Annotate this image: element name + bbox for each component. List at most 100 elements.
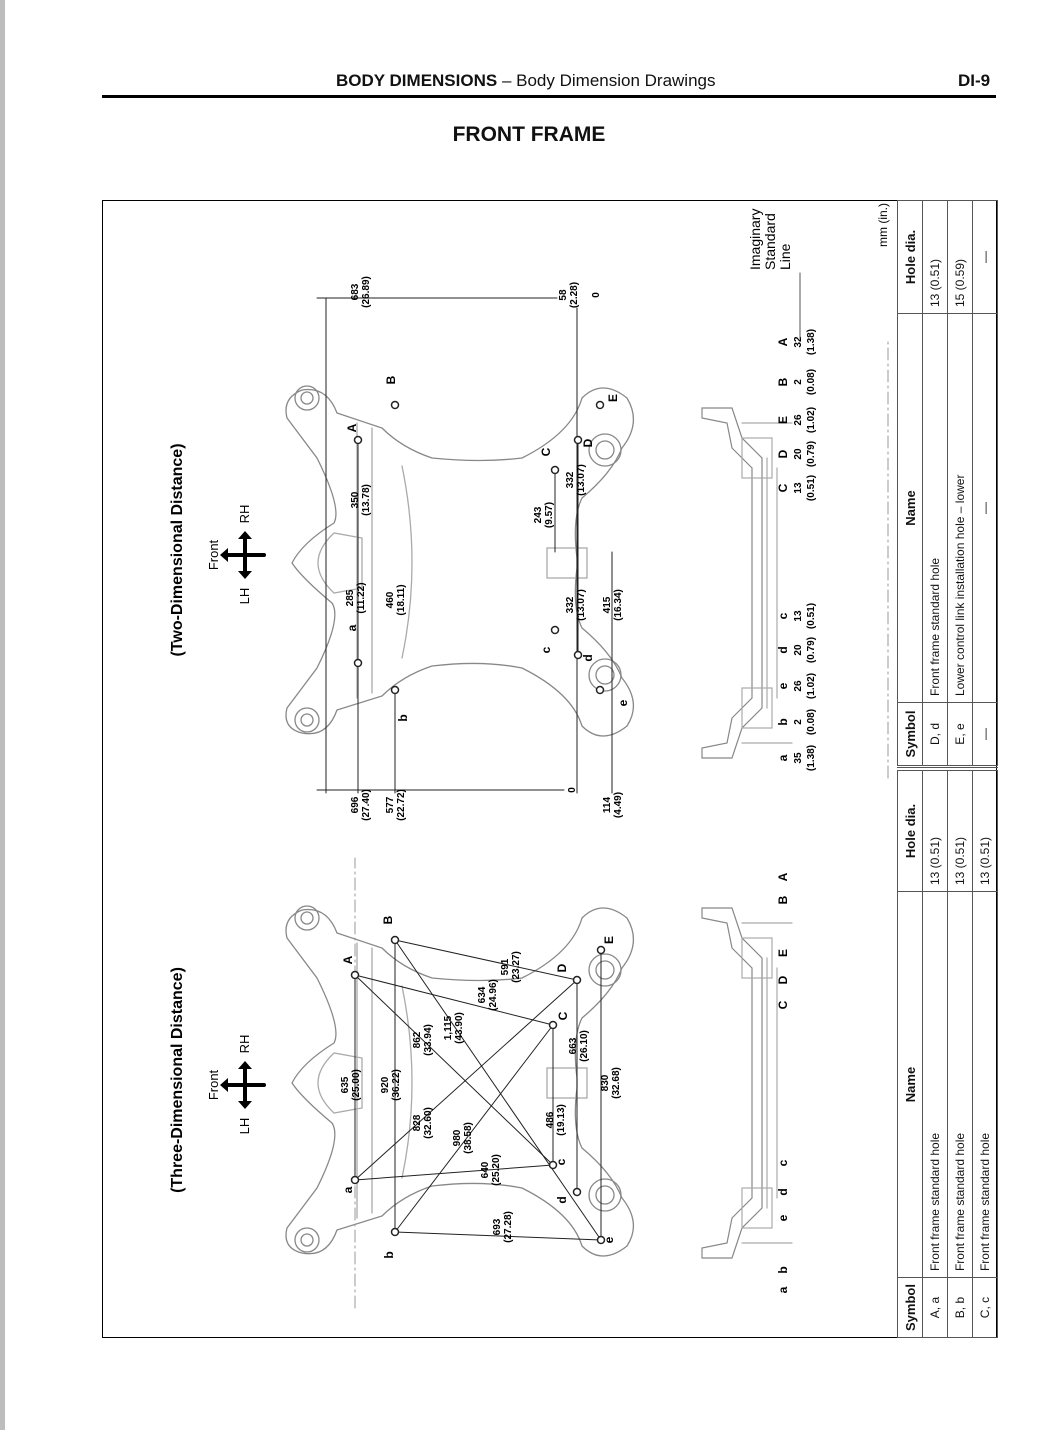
cell-hole: — [972,200,998,314]
dimension-value-inch: (32.60) [423,1107,434,1139]
cell-symbol: B, b [947,1277,973,1338]
dimension-value: 415 [602,596,613,613]
standard-line-label-1: Imaginary [747,209,763,270]
point-label: d [581,654,595,661]
point-label: A [341,955,355,964]
dimension-value: 0 [567,787,578,793]
hole-point-marker [548,1020,558,1030]
cell-symbol: D, d [922,702,948,767]
dimension-value-inch: (23.27) [511,951,522,983]
rh-label: RH [237,1035,252,1054]
cell-symbol: — [972,702,998,767]
hole-point-marker [390,685,400,695]
side-offset-inch: (0.51) [806,475,817,501]
orientation-indicator-2d: Front LH RH [206,505,266,605]
cell-hole: 13 (0.51) [947,770,973,892]
arrowheads-icon [220,531,252,579]
hole-point-marker [573,650,583,660]
dimension-value-inch: (9.57) [544,502,555,528]
dimension-value-inch: (25.20) [491,1154,502,1186]
hole-point-marker [596,945,606,955]
cell-hole: 13 (0.51) [922,200,948,314]
direction-arrows-icon [222,533,266,577]
rh-label: RH [237,505,252,524]
dimension-value: 114 [602,796,613,813]
dimension-value: 683 [350,283,361,300]
cell-name: Front frame standard hole [922,891,948,1278]
frame-drawings: (Three-Dimensional Distance) Front LH RH… [169,203,890,1309]
point-label: c [539,646,553,653]
dimension-value-inch: (19.13) [556,1104,567,1136]
side-offset-inch: (1.02) [806,673,817,699]
hole-point-marker [350,970,360,980]
side-offset-mm: 13 [793,610,804,622]
dimension-labels-3d: 635(25.00)920(36.22)828(32.60)862(33.94)… [340,951,622,1243]
dimension-value: 920 [380,1076,391,1093]
viewer-edge [0,0,5,1430]
dimension-value-inch: (22.72) [396,789,407,821]
dimension-value-inch: (24.96) [488,979,499,1011]
dimension-value-inch: (36.22) [391,1069,402,1101]
side-offset-mm: 2 [793,719,804,725]
zero-reference-label: 0 [591,292,602,298]
point-label: a [345,624,359,631]
hole-point-marker [390,400,400,410]
side-offset-inch: (1.02) [806,407,817,433]
lh-label: LH [237,588,252,605]
header-section: BODY DIMENSIONS [336,71,498,90]
subframe-outline-3d [285,905,635,1257]
side-point-label: D [776,975,790,984]
front-label: Front [206,1069,221,1100]
side-point-label: B [776,895,790,904]
col-symbol: Symbol [897,1277,923,1338]
dimension-value-inch: (26.10) [579,1030,590,1062]
side-view-3d [701,907,793,1259]
cell-name: Front frame standard hole [947,891,973,1278]
side-offset-inch: (0.08) [806,709,817,735]
point-label: C [539,447,553,456]
dimension-value-inch: (13.07) [576,464,587,496]
side-offset-inch: (0.79) [806,441,817,467]
point-label: D [555,963,569,972]
front-label: Front [206,539,221,570]
side-point-label: d [776,1188,790,1195]
hole-point-marker [353,658,363,668]
dimension-value: 1,115 [443,1015,454,1040]
hole-point-marker [353,435,363,445]
side-point-label: b [776,718,790,725]
dimension-value: 285 [345,589,356,606]
side-offset-mm: 13 [793,482,804,494]
hole-point-marker [550,625,560,635]
side-offset-mm: 20 [793,644,804,656]
dimension-labels-2d: 683(26.89)696(27.40)577(22.72)0114(4.49)… [345,276,624,821]
point-label: d [555,1196,569,1203]
standard-line-label-2: Standard [762,213,778,270]
running-header: BODY DIMENSIONS – Body Dimension Drawing… [336,71,716,91]
cell-symbol: E, e [947,702,973,767]
side-point-label: C [776,483,790,492]
side-offset-mm: 26 [793,680,804,692]
dimension-value: 591 [500,958,511,975]
side-point-label: B [776,377,790,386]
hole-point-marker [573,435,583,445]
side-offset-inch: (0.79) [806,637,817,663]
standard-line-label-3: Line [777,243,793,270]
cell-hole: 15 (0.59) [947,200,973,314]
col-hole: Hole dia. [897,200,923,314]
dimension-value: 828 [412,1114,423,1131]
dimension-value: 350 [350,491,361,508]
dimension-value: 460 [385,591,396,608]
side-point-label: A [776,337,790,346]
cell-name: Front frame standard hole [922,313,948,703]
hole-point-marker [390,1227,400,1237]
side-offset-inch: (1.38) [806,745,817,771]
side-offset-inch: (0.08) [806,369,817,395]
cell-name: Front frame standard hole [972,891,998,1278]
hole-point-marker [595,400,605,410]
dimension-value-inch: (38.58) [463,1122,474,1154]
dimension-value: 58 [558,289,569,301]
page-number: DI-9 [958,71,991,90]
